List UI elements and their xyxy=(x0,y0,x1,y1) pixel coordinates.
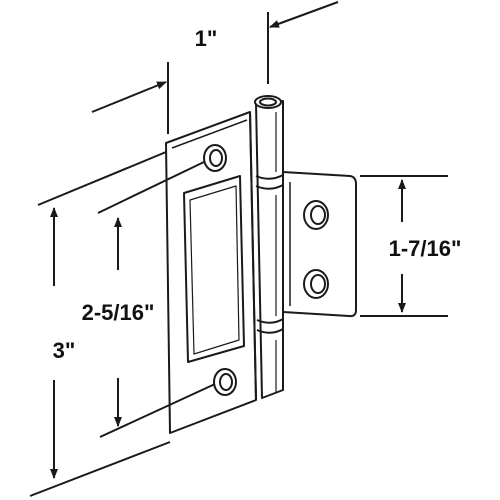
hole-spacing-dimension-label: 2-5/16" xyxy=(82,300,155,325)
leaf-height-dimension-label: 1-7/16" xyxy=(389,236,462,261)
screw-hole-left-bottom xyxy=(213,368,237,396)
dimension-leaf-height-lines xyxy=(360,175,448,317)
dimension-width-lines xyxy=(91,1,339,134)
hinge-leaf-left xyxy=(165,111,257,434)
width-dimension-label: 1" xyxy=(195,26,218,51)
screw-hole-left-top xyxy=(203,144,227,172)
hinge-leaf-right xyxy=(282,171,357,318)
hinge-knuckle xyxy=(249,95,284,401)
screw-hole-right-top xyxy=(303,200,329,230)
hinge-height-dimension-label: 3" xyxy=(53,338,76,363)
dimension-hole-spacing-lines xyxy=(97,161,216,438)
screw-hole-right-bottom xyxy=(303,269,329,299)
dimension-height-lines xyxy=(29,151,171,497)
